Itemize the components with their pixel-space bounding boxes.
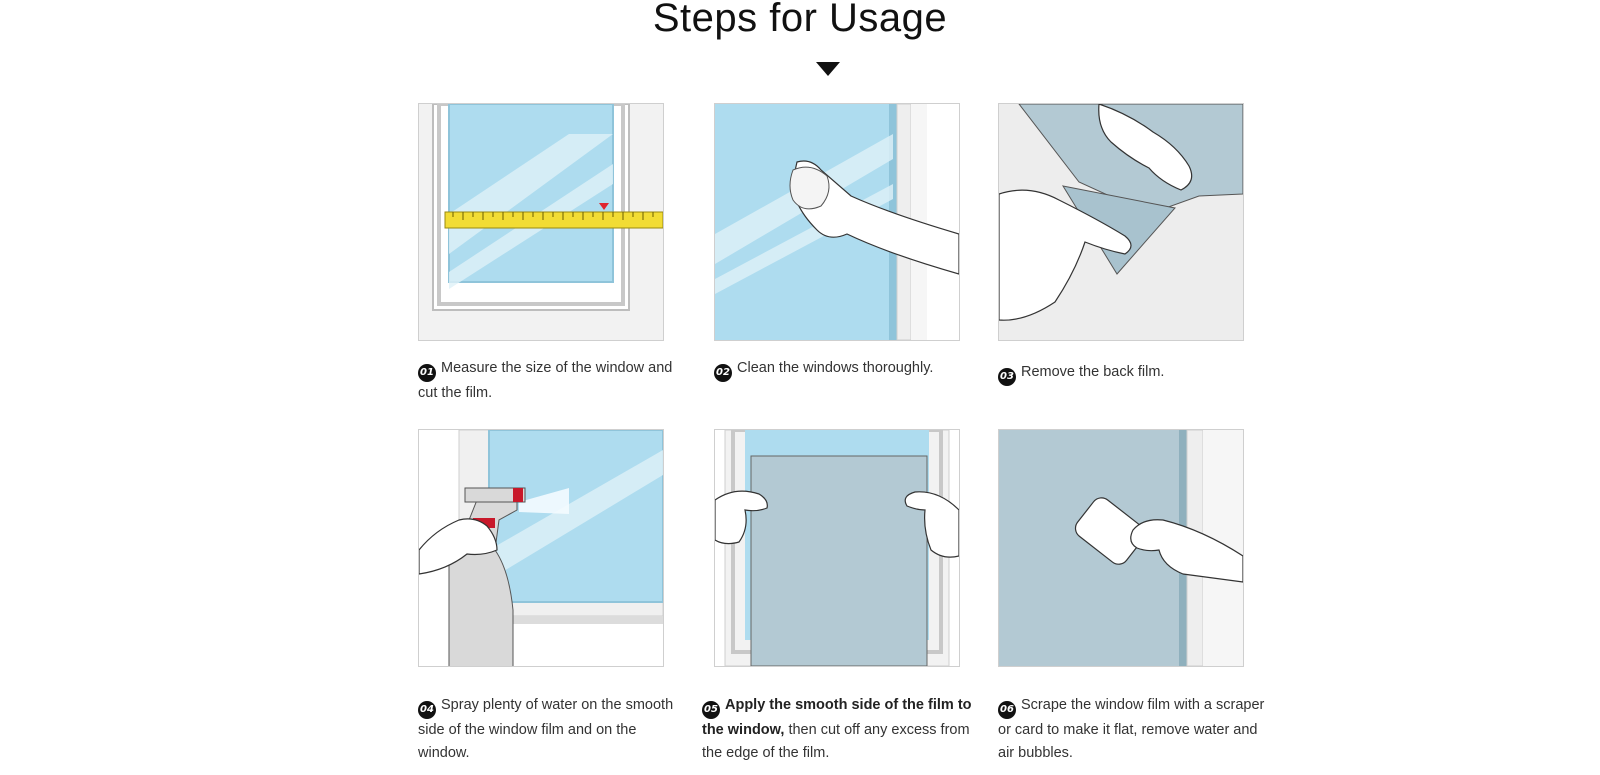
step-number-badge: 05 <box>702 701 720 719</box>
step-3-caption: 03 Remove the back film. <box>998 361 1268 386</box>
step-5-bold-text: Apply the smooth side of the film to the… <box>702 697 972 738</box>
step-number-badge: 01 <box>418 364 436 382</box>
step-2-illustration <box>714 103 960 341</box>
step-3-illustration <box>998 103 1244 341</box>
step-5-illustration <box>714 429 960 667</box>
step-number-badge: 03 <box>998 368 1016 386</box>
page-title: Steps for Usage <box>652 0 948 40</box>
step-1-illustration <box>418 103 664 341</box>
step-2-caption: 02 Clean the windows thoroughly. <box>714 357 984 382</box>
step-2-text: Clean the windows thoroughly. <box>737 360 934 376</box>
step-number-badge: 06 <box>998 701 1016 719</box>
down-arrow-icon <box>816 62 840 76</box>
step-number-badge: 04 <box>418 701 436 719</box>
step-3-text: Remove the back film. <box>1021 364 1165 380</box>
step-1-text: Measure the size of the window and cut t… <box>418 360 673 401</box>
step-4-illustration <box>418 429 664 667</box>
step-5-text: then cut off any excess from the edge of… <box>702 722 970 761</box>
step-number-badge: 02 <box>714 364 732 382</box>
step-4-text: Spray plenty of water on the smooth side… <box>418 697 674 761</box>
step-6-illustration <box>998 429 1244 667</box>
step-6-text: Scrape the window film with a scraper or… <box>998 697 1265 761</box>
